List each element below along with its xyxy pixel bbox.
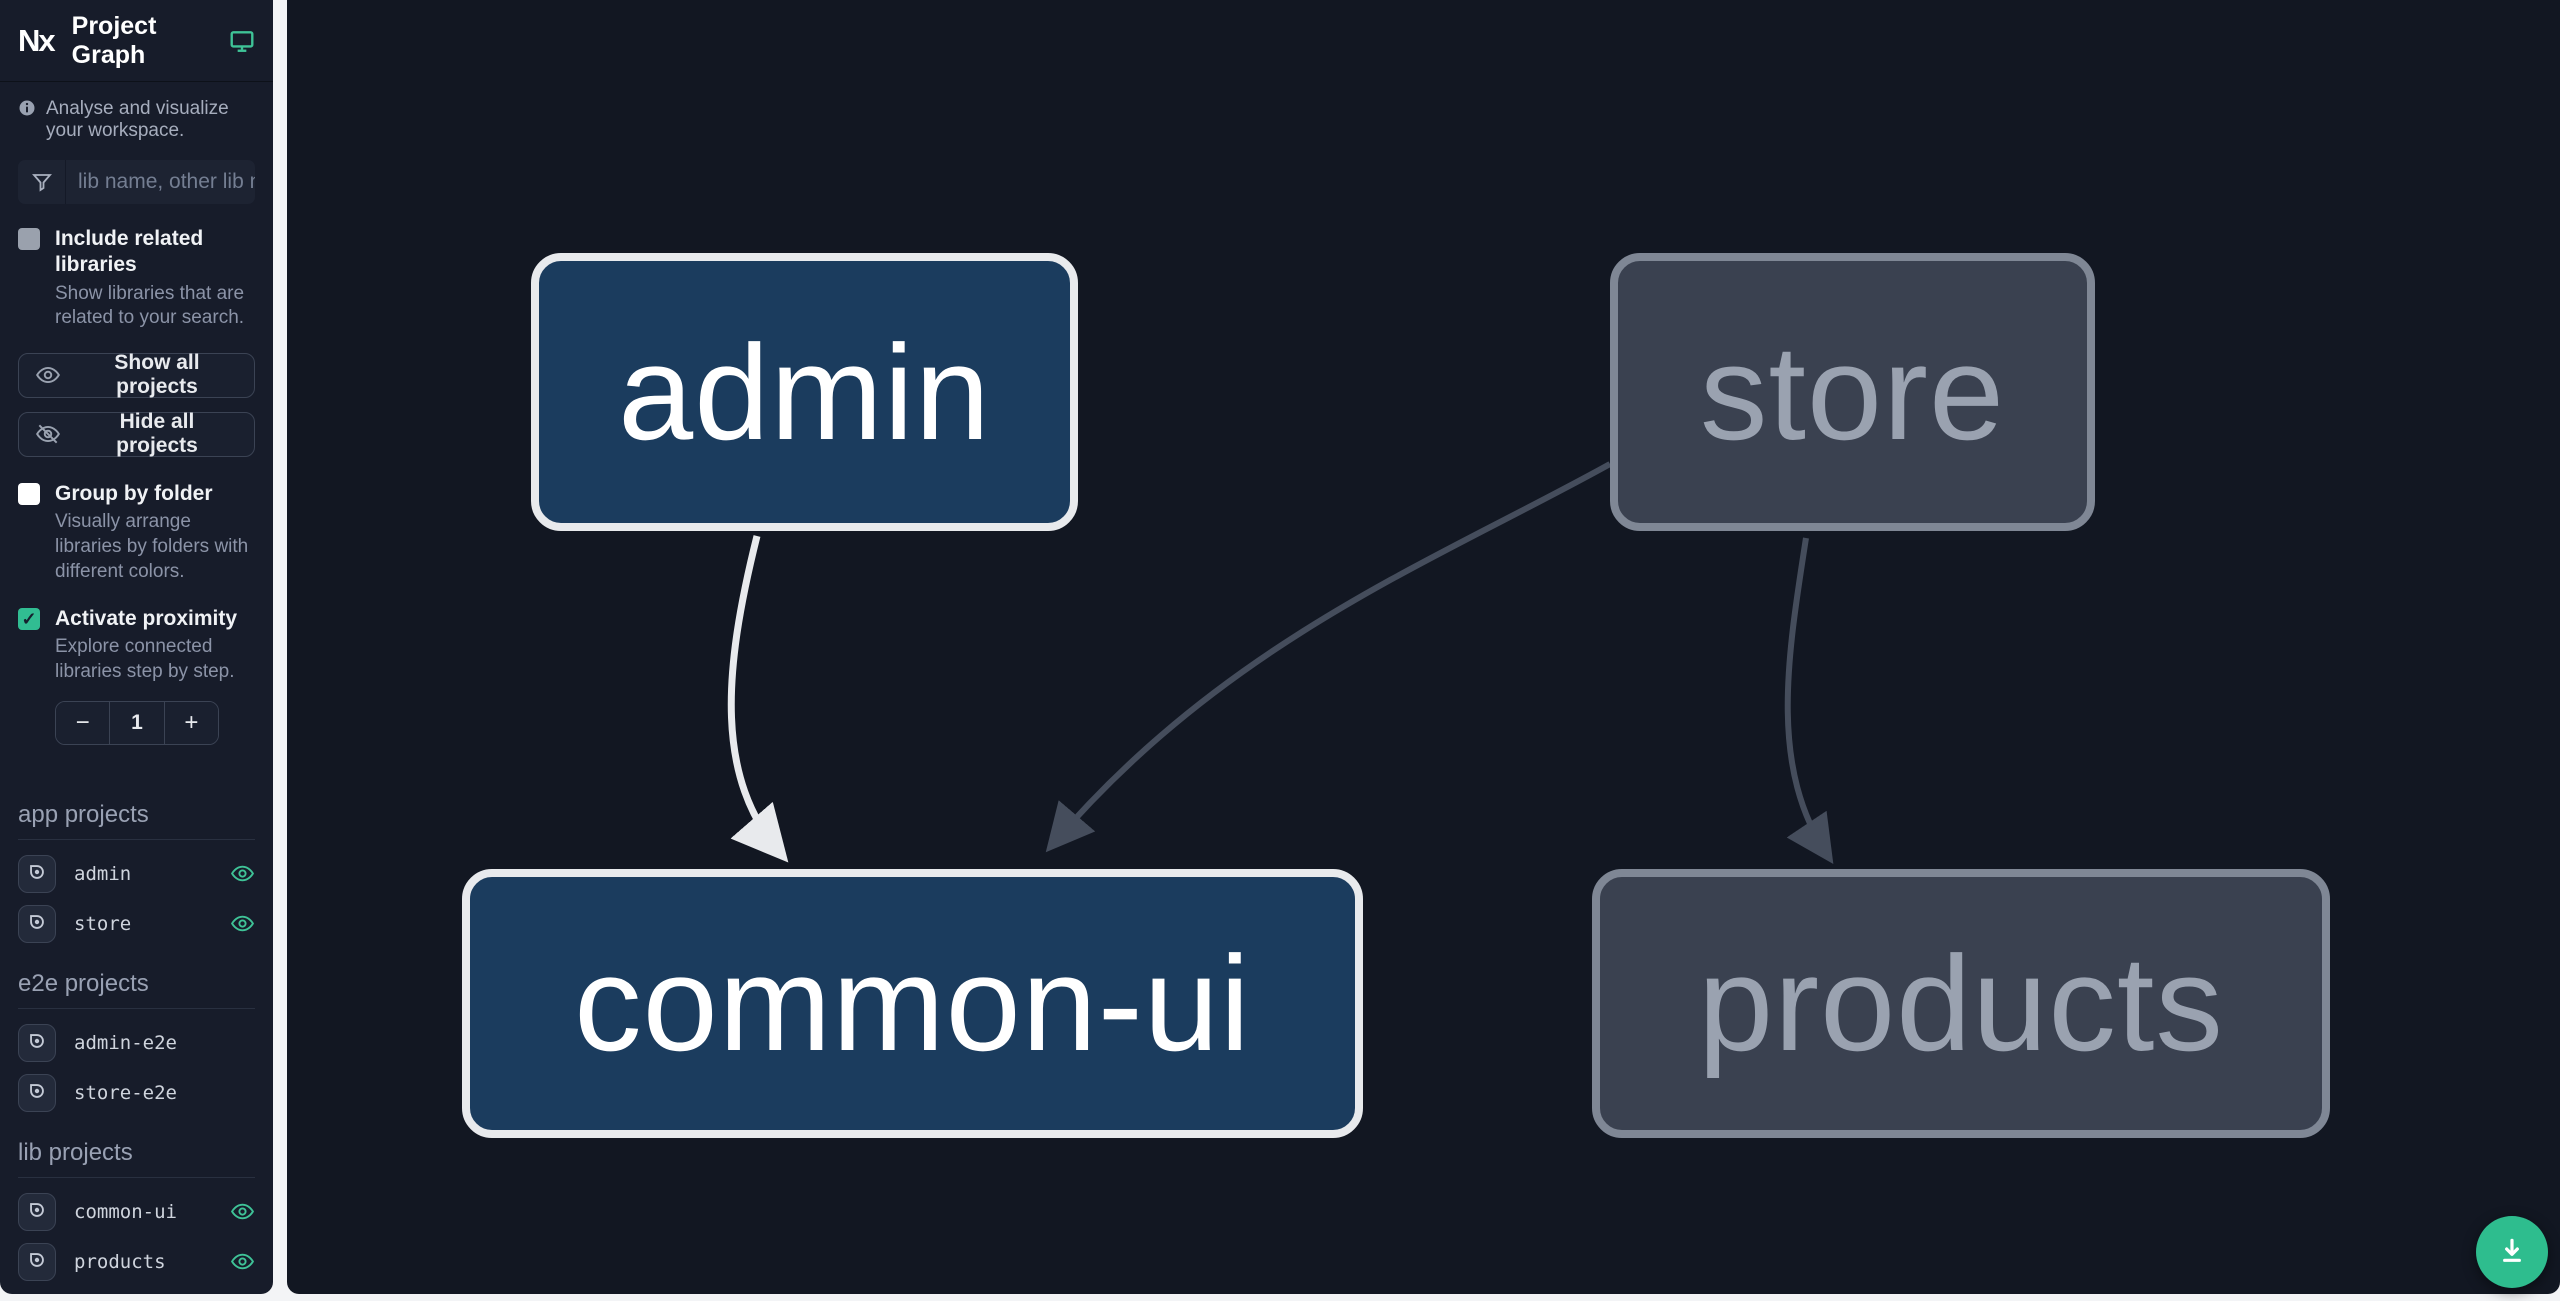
- edge-store-common-ui: [1045, 461, 1612, 853]
- project-visible-eye-icon[interactable]: [230, 861, 255, 886]
- tagline-text: Analyse and visualize your workspace.: [46, 98, 229, 141]
- focus-project-button[interactable]: [18, 1023, 56, 1062]
- focus-project-button[interactable]: [18, 904, 56, 943]
- project-list-item: store: [18, 904, 255, 944]
- focus-project-icon: [26, 1080, 48, 1105]
- toggle-group-by-folder: Group by folder Visually arrange librari…: [18, 481, 255, 584]
- toggle-label: Include related libraries: [55, 227, 204, 277]
- project-section: app projects admin store: [18, 801, 255, 944]
- include-related-checkbox[interactable]: [18, 228, 40, 250]
- proximity-decrement-button[interactable]: −: [56, 701, 110, 744]
- graph-node-common-ui[interactable]: common-ui: [462, 869, 1363, 1138]
- proximity-stepper: − 1 +: [55, 700, 219, 745]
- project-list-item: common-ui: [18, 1192, 255, 1232]
- panel-divider: [273, 0, 287, 1301]
- project-visible-eye-icon[interactable]: [230, 1249, 255, 1274]
- project-visible-eye-icon[interactable]: [230, 1199, 255, 1224]
- focus-project-button[interactable]: [18, 1073, 56, 1112]
- button-label: Show all projects: [114, 351, 200, 399]
- proximity-increment-button[interactable]: +: [164, 701, 218, 744]
- project-name[interactable]: store: [74, 912, 132, 935]
- node-label: common-ui: [574, 928, 1251, 1079]
- focus-project-icon: [26, 861, 48, 886]
- eye-off-icon: [35, 421, 61, 447]
- edge-admin-common-ui: [727, 535, 789, 863]
- toggle-description: Explore connected libraries step by step…: [55, 636, 235, 683]
- search-input[interactable]: [66, 160, 255, 204]
- graph-node-admin[interactable]: admin: [531, 253, 1078, 531]
- project-list-item: products: [18, 1242, 255, 1282]
- group-by-folder-checkbox[interactable]: [18, 482, 40, 505]
- info-icon: [18, 99, 36, 123]
- graph-node-products[interactable]: products: [1592, 869, 2330, 1138]
- page-title: Project Graph: [71, 11, 157, 69]
- sidebar-header: Nx Project Graph: [0, 0, 273, 82]
- graph-node-store[interactable]: store: [1610, 253, 2095, 531]
- project-sections: app projects admin store e2e projects admin-…: [18, 775, 255, 1292]
- section-title: e2e projects: [18, 970, 255, 1009]
- project-visible-eye-icon[interactable]: [230, 911, 255, 936]
- show-all-projects-button[interactable]: Show all projects: [18, 351, 255, 399]
- proximity-value: 1: [109, 701, 165, 744]
- project-name[interactable]: products: [74, 1250, 166, 1273]
- check-icon: ✓: [21, 608, 37, 629]
- hide-all-projects-button[interactable]: Hide all projects: [18, 410, 255, 458]
- search-bar: [18, 160, 255, 204]
- project-section: e2e projects admin-e2e store-e2e: [18, 970, 255, 1113]
- focus-project-icon: [26, 1030, 48, 1055]
- node-label: products: [1698, 928, 2224, 1079]
- project-name[interactable]: common-ui: [74, 1200, 177, 1223]
- theme-monitor-icon[interactable]: [229, 28, 255, 54]
- section-title: app projects: [18, 801, 255, 840]
- toggle-description: Show libraries that are related to your …: [55, 282, 245, 329]
- project-name[interactable]: admin: [74, 862, 132, 885]
- focus-project-button[interactable]: [18, 854, 56, 893]
- filter-icon: [18, 160, 66, 204]
- toggle-description: Visually arrange libraries by folders wi…: [55, 511, 249, 582]
- button-label: Hide all projects: [116, 410, 198, 458]
- node-label: store: [1699, 316, 2006, 468]
- graph-canvas[interactable]: admin store common-ui products: [287, 0, 2560, 1294]
- focus-project-icon: [26, 1199, 48, 1224]
- graph-edges: [727, 461, 1834, 864]
- project-name[interactable]: admin-e2e: [74, 1031, 177, 1054]
- edge-store-products: [1784, 537, 1834, 864]
- toggle-label: Group by folder: [55, 481, 213, 505]
- toggle-activate-proximity: ✓ Activate proximity Explore connected l…: [18, 606, 255, 685]
- focus-project-icon: [26, 911, 48, 936]
- activate-proximity-checkbox[interactable]: ✓: [18, 608, 40, 631]
- toggle-include-related: Include related libraries Show libraries…: [18, 226, 255, 331]
- project-list-item: admin-e2e: [18, 1023, 255, 1063]
- focus-project-button[interactable]: [18, 1242, 56, 1281]
- eye-icon: [35, 362, 61, 388]
- focus-project-button[interactable]: [18, 1192, 56, 1231]
- toggle-label: Activate proximity: [55, 607, 238, 631]
- project-name[interactable]: store-e2e: [74, 1081, 177, 1104]
- focus-project-icon: [26, 1249, 48, 1274]
- section-title: lib projects: [18, 1139, 255, 1178]
- sidebar: Nx Project Graph Analyse and visualize y…: [0, 0, 273, 1294]
- workspace-tagline: Analyse and visualize your workspace.: [0, 82, 273, 146]
- project-section: lib projects common-ui products: [18, 1139, 255, 1282]
- project-list-item: store-e2e: [18, 1073, 255, 1113]
- download-graph-button[interactable]: [2476, 1216, 2548, 1288]
- download-icon: [2496, 1235, 2528, 1270]
- nx-logo: Nx: [18, 22, 56, 58]
- project-list-item: admin: [18, 854, 255, 894]
- node-label: admin: [618, 316, 991, 468]
